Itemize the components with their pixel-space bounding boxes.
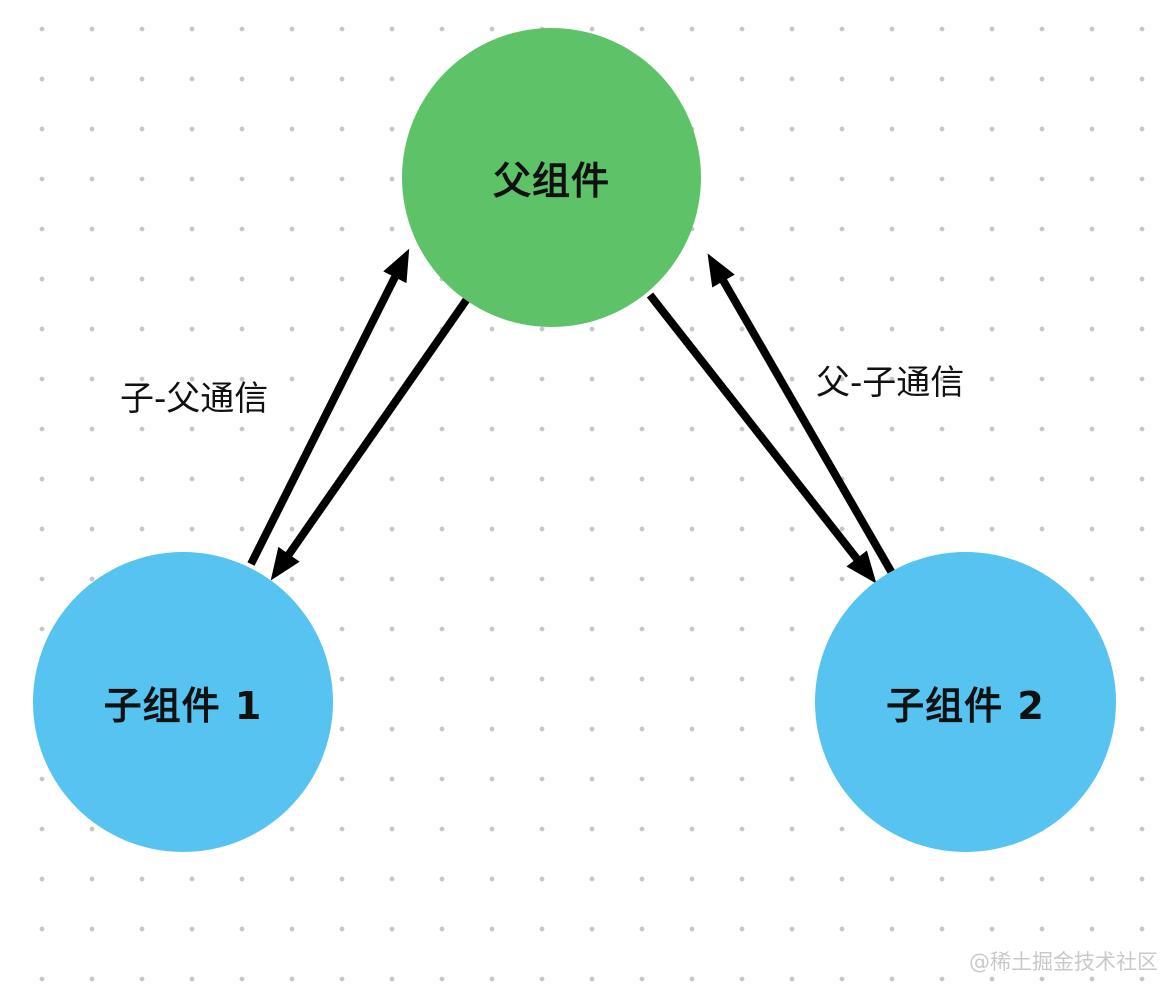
- node-parent-component: 父组件: [402, 28, 701, 327]
- watermark-juejin-community: @稀土掘金技术社区: [969, 950, 1158, 974]
- node-child-component-1: 子组件 1: [33, 552, 333, 852]
- node-child2-label: 子组件 2: [886, 683, 1045, 728]
- arrow-parent-to-child1: [270, 296, 471, 581]
- node-parent-label: 父组件: [492, 159, 610, 203]
- arrow-child1-to-parent: [247, 248, 410, 566]
- edge-label-parent-to-child: 父-子通信: [816, 363, 965, 403]
- node-child-component-2: 子组件 2: [815, 552, 1116, 852]
- arrow-child2-to-parent: [707, 253, 900, 582]
- edge-label-child-to-parent: 子-父通信: [120, 379, 269, 419]
- arrow-parent-to-child2: [646, 292, 877, 584]
- node-child1-label: 子组件 1: [103, 683, 263, 728]
